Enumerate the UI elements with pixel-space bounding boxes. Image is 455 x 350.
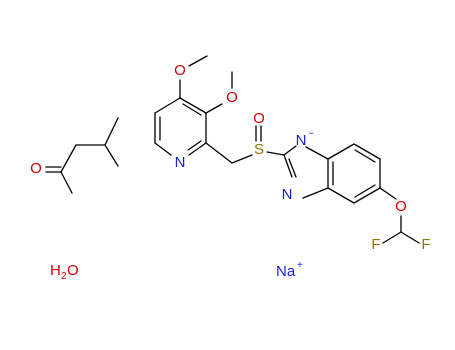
sulfinyl-group: S O (253, 110, 285, 158)
bond (154, 142, 172, 156)
bond (353, 143, 381, 160)
imidazole-n-charge: − (308, 129, 314, 140)
bond (354, 184, 376, 198)
bond (353, 187, 381, 204)
bond (104, 144, 119, 167)
bond (327, 143, 355, 160)
bond (187, 140, 202, 151)
bond (154, 97, 181, 114)
bond (305, 146, 329, 160)
water-oxygen: O (67, 262, 79, 279)
bond (104, 117, 119, 146)
bond (327, 187, 355, 204)
sodium-charge: + (297, 260, 303, 271)
bond (179, 97, 207, 114)
bond (182, 103, 202, 116)
bond (379, 187, 397, 200)
pyridine-nitrogen-label: N (175, 154, 186, 171)
bond (283, 145, 297, 156)
water-label: H 2 O (50, 262, 79, 282)
bond (60, 171, 73, 194)
sodium-ion: Na + (276, 260, 303, 280)
benzimidazole: N − N O F F (282, 129, 431, 253)
bond (231, 154, 253, 164)
water-subscript: 2 (61, 271, 67, 282)
bond (188, 55, 208, 67)
bond (205, 142, 233, 164)
bond (266, 151, 285, 156)
methoxy4-oxygen-label: O (174, 62, 186, 79)
ether-oxygen-label: O (395, 198, 407, 215)
bond (382, 231, 402, 244)
dimethoxypyridine: O O N (154, 55, 253, 171)
imidazole-n-top-label: N (296, 132, 307, 149)
sulfur-label: S (254, 141, 264, 158)
sodium-label: Na (276, 263, 296, 280)
bond (205, 103, 223, 114)
bond (60, 144, 77, 173)
methyl-isobutyl-ketone: O (30, 117, 119, 194)
fluorine-left-label: F (371, 236, 380, 253)
bond (400, 231, 420, 244)
ketone-oxygen-label: O (30, 160, 42, 177)
methoxy3-oxygen-label: O (226, 89, 238, 106)
imidazole-n-bottom-label: N (282, 186, 293, 203)
water-hydrogen: H (50, 262, 61, 279)
bond (188, 142, 207, 156)
bond (288, 158, 297, 178)
bond (354, 149, 376, 163)
bond (302, 187, 329, 199)
fluorine-right-label: F (421, 236, 430, 253)
bond (283, 154, 293, 178)
sulfinyl-oxygen-label: O (253, 110, 265, 127)
